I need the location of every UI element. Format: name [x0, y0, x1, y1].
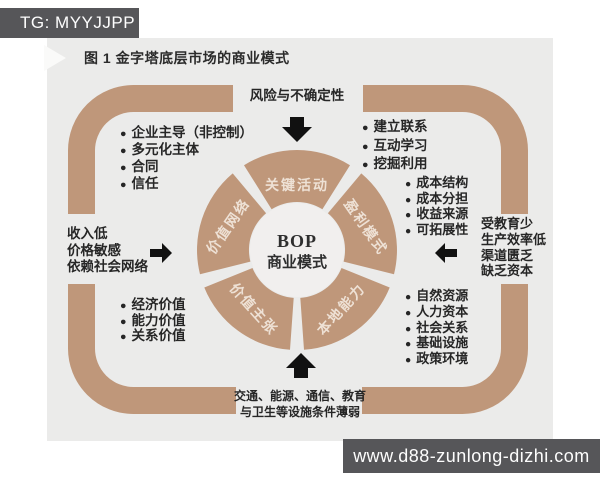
arrow-down-icon [282, 117, 312, 142]
list-item-label: 收益来源 [416, 206, 469, 221]
ring-gap-bottom [236, 384, 362, 418]
arrow-right-black-icon [150, 243, 172, 263]
list-partnership: ● 企业主导（非控制） ● 多元化主体 ● 合同 ● 信任 [120, 126, 253, 194]
ring-gap-top [233, 82, 363, 116]
list-item: ● 信任 [120, 177, 253, 194]
bullet-icon: ● [120, 331, 127, 343]
bullet-icon: ● [120, 179, 127, 191]
factor-line: 生产效率低 [481, 231, 547, 247]
factor-line: 依赖社会网络 [67, 259, 148, 274]
list-item: ● 关系价值 [120, 329, 186, 345]
list-item-label: 可拓展性 [416, 221, 469, 237]
list-local-capability: ● 自然资源 ● 人力资本 ● 社会关系 ● 基础设施 ● 政策环境 [405, 289, 468, 368]
bullet-icon: ● [120, 315, 127, 328]
wedge-key-activities [244, 149, 350, 210]
list-item-label: 能力价值 [131, 312, 186, 328]
list-item: ● 企业主导（非控制） [120, 126, 253, 143]
list-value-proposition: ● 经济价值 ● 能力价值 ● 关系价值 [120, 298, 186, 345]
list-item-label: 互动学习 [373, 137, 428, 153]
list-item: ● 成本分担 [405, 192, 468, 208]
bullet-icon: ● [405, 225, 412, 237]
center-label-line1: BOP [277, 231, 317, 251]
bullet-icon: ● [405, 323, 412, 335]
list-item-label: 成本结构 [416, 175, 469, 190]
bottom-watermark-bar: www.d88-zunlong-dizhi.com [343, 439, 600, 473]
bottom-watermark-text: www.d88-zunlong-dizhi.com [353, 446, 590, 466]
figure-title: 图 1 金字塔底层市场的商业模式 [84, 50, 290, 66]
list-item-label: 合同 [131, 159, 159, 174]
bullet-icon: ● [362, 122, 369, 134]
factor-line: 与卫生等设施条件薄弱 [239, 404, 360, 419]
list-item-label: 成本分担 [416, 190, 469, 206]
list-item: ● 互动学习 [362, 137, 428, 158]
list-item: ● 经济价值 [120, 298, 186, 314]
bullet-icon: ● [362, 140, 369, 153]
list-profit-model: ● 成本结构 ● 成本分担 ● 收益来源 ● 可拓展性 [405, 176, 468, 238]
list-item-label: 企业主导（非控制） [131, 125, 254, 140]
top-watermark-text: TG: MYYJJPP [20, 13, 136, 32]
bullet-icon: ● [120, 128, 127, 140]
list-item: ● 多元化主体 [120, 143, 253, 160]
wedge-value-proposition [204, 268, 294, 350]
list-key-activities: ● 建立联系 ● 互动学习 ● 挖掘利用 [362, 120, 428, 176]
factor-line: 缺乏资本 [481, 263, 534, 279]
center-label-line2: 商业模式 [267, 253, 327, 271]
list-item: ● 能力价值 [120, 312, 186, 330]
bullet-icon: ● [405, 307, 412, 319]
factor-line: 价格敏感 [67, 242, 121, 258]
center-circle [250, 203, 344, 297]
bullet-icon: ● [405, 339, 412, 351]
list-item-label: 社会关系 [416, 319, 469, 335]
list-item-label: 挖掘利用 [373, 156, 428, 171]
factor-bottom-infrastructure: 交通、能源、通信、教育 与卫生等设施条件薄弱 [232, 390, 368, 421]
list-item-label: 关系价值 [131, 328, 186, 343]
list-item: ● 成本结构 [405, 176, 468, 192]
bullet-icon: ● [120, 145, 127, 157]
list-item: ● 可拓展性 [405, 223, 468, 239]
bullet-icon: ● [362, 159, 369, 171]
wedge-local-capability [300, 268, 390, 350]
list-item: ● 建立联系 [362, 120, 428, 139]
list-item: ● 自然资源 [405, 289, 468, 305]
list-item: ● 基础设施 [405, 336, 468, 352]
factor-line: 渠道匮乏 [481, 247, 534, 263]
list-item-label: 经济价值 [131, 297, 186, 312]
arrow-left-black-icon [435, 243, 457, 263]
list-item: ● 合同 [120, 160, 253, 177]
list-item-label: 人力资本 [416, 303, 469, 319]
bullet-icon: ● [120, 300, 127, 312]
bullet-icon: ● [405, 210, 412, 221]
wedge-value-network [197, 173, 267, 275]
list-item: ● 挖掘利用 [362, 157, 428, 176]
bullet-icon: ● [405, 355, 412, 367]
factor-top-risk: 风险与不确定性 [249, 88, 345, 103]
list-item-label: 基础设施 [416, 335, 469, 351]
arrow-up-icon [286, 353, 316, 378]
list-item-label: 政策环境 [416, 351, 469, 367]
ring-gap-left [63, 214, 101, 284]
list-item-label: 自然资源 [416, 288, 469, 303]
top-watermark-badge: TG: MYYJJPP [0, 8, 139, 38]
ring-gap-right [496, 214, 534, 284]
arrow-right-icon [44, 45, 66, 71]
list-item-label: 多元化主体 [131, 142, 200, 157]
factor-line: 收入低 [67, 226, 108, 241]
list-item-label: 信任 [131, 176, 159, 191]
bullet-icon: ● [120, 162, 127, 174]
bullet-icon: ● [405, 292, 412, 303]
wedge-profit-model [327, 173, 397, 275]
list-item-label: 建立联系 [373, 119, 428, 134]
list-item: ● 社会关系 [405, 321, 468, 337]
factor-right-producers: 受教育少 生产效率低 渠道匮乏 缺乏资本 [481, 217, 546, 280]
factor-line: 交通、能源、通信、教育 [233, 389, 366, 403]
list-item: ● 政策环境 [405, 352, 468, 368]
list-item: ● 收益来源 [405, 207, 468, 223]
list-item: ● 人力资本 [405, 305, 468, 321]
factor-line: 受教育少 [481, 216, 534, 231]
bullet-icon: ● [405, 179, 412, 190]
bullet-icon: ● [405, 194, 412, 206]
factor-left-consumers: 收入低 价格敏感 依赖社会网络 [67, 227, 148, 277]
wedge-label-key-activities: 关键活动 [265, 177, 329, 193]
